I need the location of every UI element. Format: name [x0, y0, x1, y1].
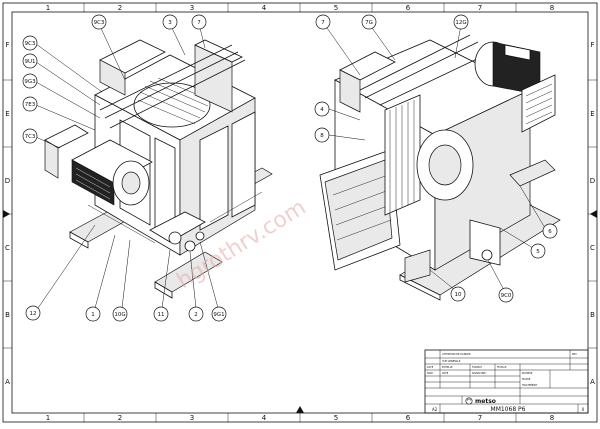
- zone-number: 4: [262, 4, 267, 12]
- callout-label: 7E3: [25, 102, 36, 108]
- tb-text: MASSE: [522, 378, 531, 381]
- revision: 0: [582, 407, 585, 412]
- zone-letter: B: [5, 311, 10, 319]
- metso-logo: [465, 397, 473, 405]
- zone-number: 6: [406, 4, 411, 12]
- centering-marks: [3, 210, 597, 413]
- zone-letter: E: [5, 110, 9, 118]
- zone-letter: D: [5, 177, 10, 185]
- zone-number: 8: [550, 4, 554, 12]
- zone-number: 6: [406, 414, 411, 422]
- tb-text: TRAITEMENT: [522, 384, 538, 387]
- zone-letter: F: [590, 41, 594, 49]
- callout-label: 11: [158, 312, 165, 318]
- zone-number: 2: [118, 4, 122, 12]
- zone-number: 3: [190, 4, 194, 12]
- zone-number: 1: [46, 4, 50, 12]
- right-isometric-view: [319, 34, 561, 301]
- callout-label: 5: [536, 249, 540, 255]
- zone-number: 5: [334, 4, 338, 12]
- tb-text: FEUILLE: [497, 366, 507, 369]
- left-zone-letters: F E D C B A: [5, 41, 10, 386]
- zone-letter: B: [590, 311, 595, 319]
- drawing-number: MM1068 P6: [491, 406, 526, 413]
- title-block: ATTENTION DE DANGER VUE GENERALE DATE EC…: [424, 349, 589, 414]
- callout-label: 7: [321, 20, 325, 26]
- company-name: metso: [475, 398, 496, 405]
- tb-text: MATIERE: [522, 372, 533, 375]
- zone-number: 7: [478, 414, 482, 422]
- zone-letter: A: [5, 378, 10, 386]
- callout-label: 9C3: [25, 41, 36, 47]
- tb-text: ECHELLE: [442, 366, 453, 369]
- tb-text: DATE: [442, 372, 449, 375]
- callout-label: 10G: [114, 312, 125, 318]
- zone-letter: C: [5, 244, 10, 252]
- zone-number: 4: [262, 414, 267, 422]
- zone-number: 2: [118, 414, 122, 422]
- bottom-zone-numbers: 1 2 3 4 5 6 7 8: [46, 414, 554, 422]
- sheet-size: A2: [432, 407, 438, 412]
- top-zone-numbers: 1 2 3 4 5 6 7 8: [46, 4, 554, 12]
- tb-text: VUE GENERALE: [442, 360, 461, 363]
- callout-label: 4: [320, 107, 324, 113]
- zone-number: 7: [478, 4, 482, 12]
- callout-label: 8: [320, 133, 324, 139]
- left-isometric-view: [44, 39, 273, 299]
- zone-number: 8: [550, 414, 554, 422]
- callout-label: 7C3: [25, 134, 36, 140]
- right-callouts: 7 7G 12G 4 8 6 5 10 9C0: [314, 14, 558, 303]
- tb-text: ATTENTION DE DANGER: [442, 353, 471, 356]
- left-callouts: 9C3 3 7 9C3 9U1 9G3 7E3 7C3 12 1 10G 11 …: [22, 14, 227, 322]
- callout-label: 10: [455, 292, 462, 298]
- zone-letter: E: [590, 110, 594, 118]
- tb-text: DATE: [427, 366, 434, 369]
- callout-label: 2: [194, 312, 198, 318]
- callout-label: 9C3: [94, 20, 105, 26]
- callout-label: 9G1: [213, 312, 224, 318]
- zone-number: 3: [190, 414, 194, 422]
- zone-letter: C: [590, 244, 595, 252]
- callout-label: 12G: [455, 20, 466, 26]
- callout-label: 3: [168, 20, 172, 26]
- zone-letter: D: [590, 177, 595, 185]
- right-zone-letters: F E D C B A: [590, 41, 595, 386]
- callout-label: 9C0: [501, 293, 512, 299]
- tb-text: NOM: [427, 372, 433, 375]
- zone-number: 1: [46, 414, 50, 422]
- callout-label: 9G3: [24, 79, 36, 85]
- tb-text: SIGNATURE: [472, 372, 486, 375]
- tb-text: REV: [572, 353, 577, 356]
- zone-letter: A: [590, 378, 595, 386]
- zone-letter: F: [5, 41, 9, 49]
- callout-label: 1: [91, 312, 95, 318]
- callout-label: 7G: [365, 20, 373, 26]
- callout-label: 9U1: [24, 59, 35, 65]
- callout-label: 12: [30, 311, 37, 317]
- tb-text: FORMAT: [472, 366, 482, 369]
- zone-number: 5: [334, 414, 338, 422]
- callout-label: 7: [197, 20, 201, 26]
- callout-label: 6: [548, 229, 552, 235]
